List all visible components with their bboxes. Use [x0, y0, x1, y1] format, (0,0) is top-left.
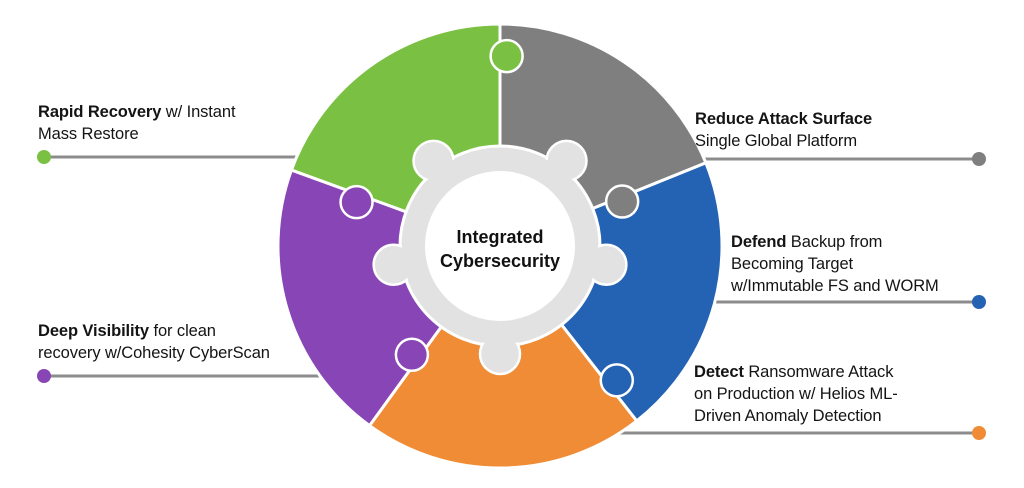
label-defend-rest: Backup from	[786, 233, 883, 251]
puzzle-knob-gray	[604, 184, 640, 219]
center-title-line-2: Cybersecurity	[439, 251, 561, 271]
label-detect-line-1: on Production w/ Helios ML-	[694, 385, 898, 403]
label-rapid-recovery-rest: w/ Instant	[161, 103, 236, 121]
label-rapid-recovery-line: Mass Restore	[38, 125, 139, 143]
label-defend-line-2: w/Immutable FS and WORM	[731, 277, 939, 295]
center-title-line-1: Integrated	[456, 227, 544, 247]
label-deep-visibility-bold: Deep Visibility	[38, 322, 149, 340]
label-reduce-attack-surface-bold: Reduce Attack Surface	[695, 110, 873, 128]
label-detect: Detect Ransomware Attack on Production w…	[694, 361, 898, 427]
label-deep-visibility: Deep Visibility for clean recovery w/Coh…	[38, 320, 270, 364]
puzzle-knob-blue	[599, 363, 635, 398]
connector-dot-blue	[972, 295, 986, 309]
label-detect-rest: Ransomware Attack	[743, 363, 894, 381]
central-hub	[372, 139, 628, 376]
label-detect-line-2: Driven Anomaly Detection	[694, 407, 882, 425]
label-defend-bold: Defend	[731, 233, 787, 251]
connectors	[37, 150, 986, 440]
label-defend: Defend Backup from Becoming Target w/Imm…	[731, 231, 939, 297]
center-title: Integrated Cybersecurity	[420, 225, 580, 273]
connector-dot-gray	[972, 152, 986, 166]
label-deep-visibility-line: recovery w/Cohesity CyberScan	[38, 344, 270, 362]
label-deep-visibility-rest: for clean	[149, 322, 216, 340]
hub-center	[425, 171, 575, 321]
puzzle-knob-green	[489, 38, 524, 74]
label-rapid-recovery-bold: Rapid Recovery	[38, 103, 162, 121]
label-defend-line-1: Becoming Target	[731, 255, 854, 273]
puzzle-knob-purple	[394, 337, 430, 373]
label-reduce-attack-surface: Reduce Attack Surface Single Global Plat…	[695, 108, 872, 152]
label-rapid-recovery: Rapid Recovery w/ Instant Mass Restore	[38, 101, 236, 145]
label-detect-bold: Detect	[694, 363, 744, 381]
connector-dot-green	[37, 150, 51, 164]
puzzle-knob-purple-top	[339, 184, 374, 220]
connector-dot-purple	[37, 369, 51, 383]
label-reduce-attack-surface-line: Single Global Platform	[695, 132, 857, 150]
connector-dot-orange	[972, 426, 986, 440]
